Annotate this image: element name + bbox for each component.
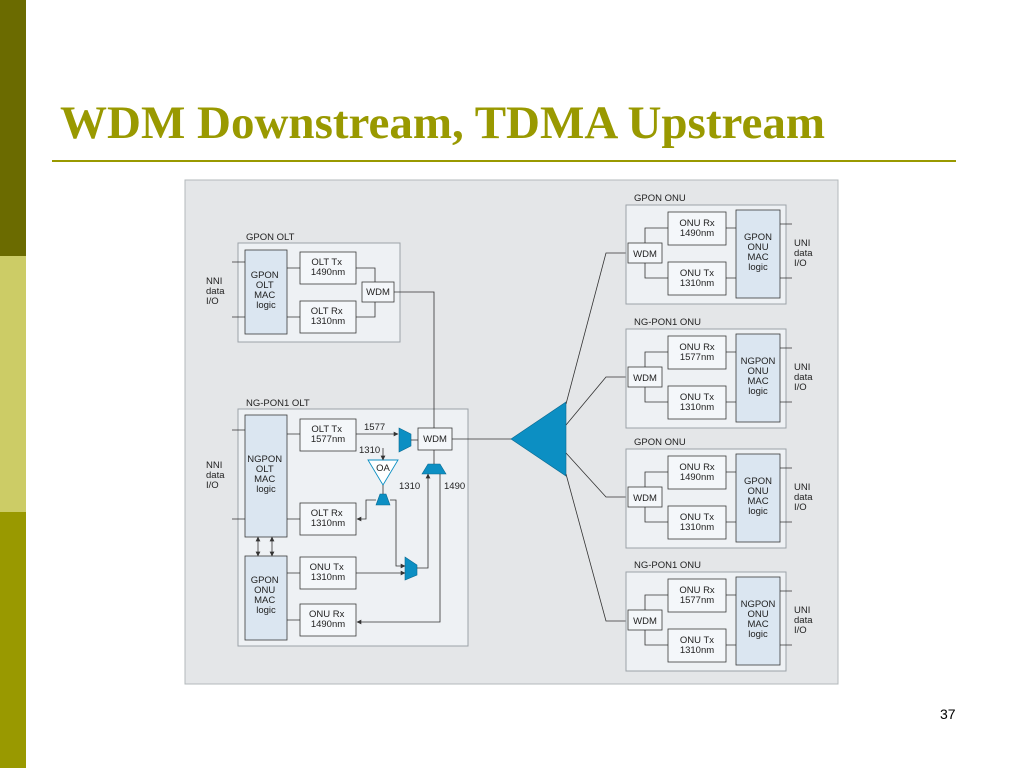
onu-wdm-text: WDM	[633, 249, 657, 260]
onu-mac-block	[735, 453, 781, 543]
oa-output-splitter-shape	[375, 493, 391, 506]
link-splitter-to-onu-combiner	[390, 499, 406, 569]
ngpon-olt-tx-box	[299, 418, 357, 452]
ngpon-olt-tx-text: OLT Tx 1577nm	[311, 424, 345, 445]
gpon-olt: GPON OLT GPON OLT MAC logic OLT Tx 1490n…	[206, 232, 401, 343]
slide-title: WDM Downstream, TDMA Upstream	[60, 97, 825, 149]
onu-rx-box	[667, 578, 727, 613]
onu-label: NG-PON1 ONU	[634, 560, 701, 571]
optical-splitter-shape	[510, 401, 567, 477]
ngpon-olt-label: NG-PON1 OLT	[246, 398, 310, 409]
ngpon-olt-rx-text: OLT Rx 1310nm	[311, 508, 346, 529]
onu-links	[644, 590, 792, 646]
onu-links	[644, 347, 792, 403]
gpon-olt-tx-text: OLT Tx 1490nm	[311, 257, 345, 278]
gpon-olt-mac-block	[244, 249, 288, 335]
ngpon-olt-onu-rx-text: ONU Rx 1490nm	[309, 609, 347, 630]
link-splitter-to-olt-rx	[356, 499, 376, 522]
onu-tx-box	[667, 261, 727, 296]
gpon-olt-wdm-text: WDM	[366, 287, 390, 298]
onu-tx-box	[667, 505, 727, 540]
onu-label: GPON ONU	[634, 193, 686, 204]
gpon-olt-rx-box	[299, 300, 357, 334]
drop-fibers	[565, 252, 626, 622]
onu-wdm-text: WDM	[633, 616, 657, 627]
wavelength-1490: 1490	[444, 481, 465, 492]
onu-mac-block	[735, 209, 781, 299]
ngpon-olt-internal-links	[232, 429, 300, 621]
onu-tx-box	[667, 385, 727, 420]
gpon-olt-rx-text: OLT Rx 1310nm	[311, 306, 346, 327]
onu-label: NG-PON1 ONU	[634, 317, 701, 328]
ngpon-olt-gpon-onu-mac-block	[244, 555, 288, 641]
accent-stripe-mid	[0, 512, 26, 768]
ngpon-olt-wdm-text: WDM	[423, 434, 447, 445]
ngpon-olt: NG-PON1 OLT NGPON OLT MAC logic OLT Tx 1…	[206, 398, 469, 647]
fiber-gpon-olt-to-ngpon-wdm	[394, 291, 435, 428]
ngpon-olt-gpon-onu-mac-text: GPON ONU MAC logic	[251, 575, 282, 616]
gpon-olt-io-text: NNI data I/O	[206, 276, 227, 307]
ngpon-olt-onu-rx-box	[299, 603, 357, 637]
wavelength-1310-top: 1310	[359, 445, 380, 456]
page-number: 37	[940, 706, 956, 722]
onu-links	[644, 467, 792, 523]
onu-wdm-text: WDM	[633, 373, 657, 384]
onu-tx-box	[667, 628, 727, 663]
onu-wdm-text: WDM	[633, 493, 657, 504]
link-1490-to-onu-rx	[356, 474, 441, 625]
onu-links	[644, 223, 792, 279]
ngpon-olt-io-text: NNI data I/O	[206, 460, 227, 491]
ngpon-olt-mac-text: NGPON OLT MAC logic	[247, 454, 284, 495]
onu-rx-box	[667, 211, 727, 246]
title-underline	[52, 160, 956, 162]
wavelength-1577: 1577	[364, 422, 385, 433]
oa-label: OA	[376, 463, 390, 474]
onu-rx-box	[667, 335, 727, 370]
onu-label: GPON ONU	[634, 437, 686, 448]
onu-rx-box	[667, 455, 727, 490]
onu-mac-block	[735, 576, 781, 666]
upstream-splitter-shape	[421, 463, 447, 475]
gpon-olt-mac-text: GPON OLT MAC logic	[251, 270, 282, 311]
ngpon-olt-rx-box	[299, 502, 357, 536]
gpon-olt-label: GPON OLT	[246, 232, 295, 243]
accent-stripe-dark	[0, 0, 26, 256]
accent-stripe-light	[0, 256, 26, 512]
onu-mac-block	[735, 333, 781, 423]
ngpon-olt-mac-block	[244, 414, 288, 538]
wavelength-1310: 1310	[399, 481, 420, 492]
ngpon-olt-onu-tx-box	[299, 556, 357, 590]
ngpon-olt-onu-tx-text: ONU Tx 1310nm	[310, 562, 347, 583]
gpon-olt-links	[232, 261, 376, 318]
link-combiner-to-upstream-splitter	[417, 473, 431, 569]
downstream-combiner-shape	[398, 427, 412, 453]
